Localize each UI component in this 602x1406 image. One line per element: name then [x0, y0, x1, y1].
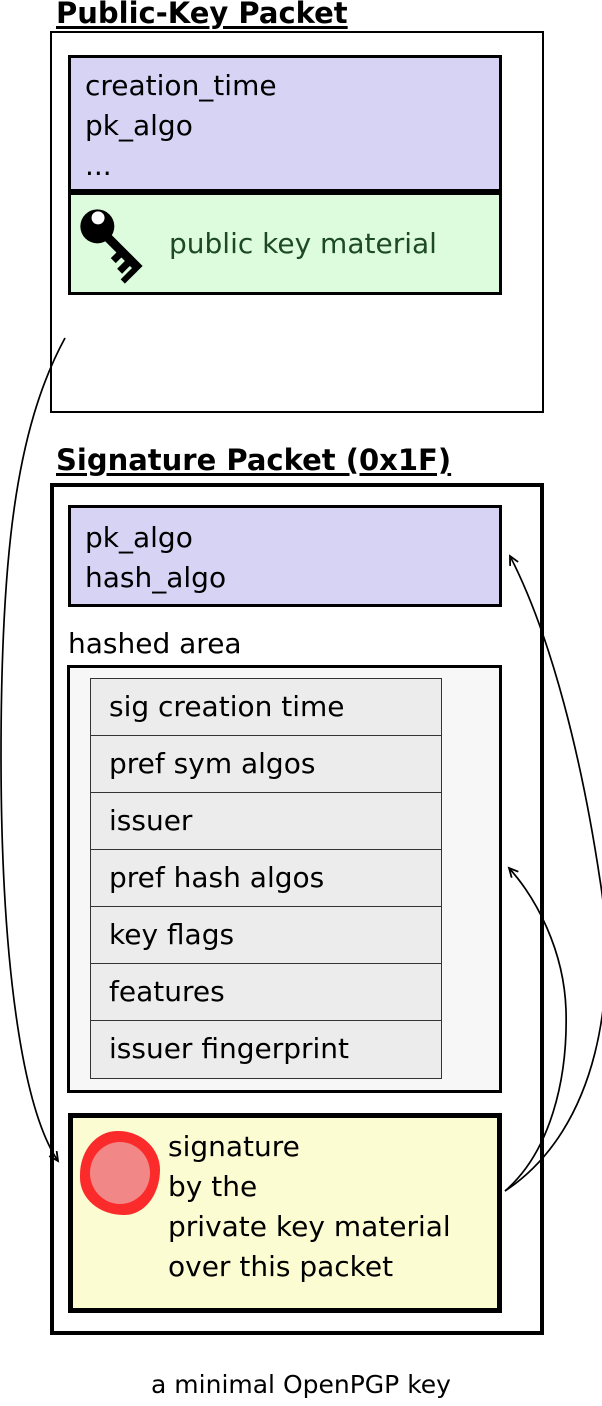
subpacket-key-flags: key flags [91, 907, 441, 964]
diagram-caption: a minimal OpenPGP key [151, 1370, 451, 1399]
signature-description: signature by the private key material ov… [168, 1130, 451, 1283]
subpacket-features: features [91, 964, 441, 1021]
public-key-material-box: public key material [68, 192, 502, 295]
signature-header-fields: pk_algo hash_algo [68, 505, 502, 607]
key-icon [77, 205, 159, 289]
subpacket-sig-creation-time: sig creation time [91, 679, 441, 736]
subpacket-issuer-fingerprint: issuer fingerprint [91, 1021, 441, 1078]
field-creation-time: creation_time [85, 69, 277, 102]
field-hash-algo: hash_algo [85, 561, 227, 594]
signature-packet-title: Signature Packet (0x1F) [56, 443, 452, 477]
seal-icon [80, 1131, 160, 1215]
subpacket-pref-hash-algos: pref hash algos [91, 850, 441, 907]
public-key-header-fields: creation_time pk_algo ... [68, 55, 502, 192]
field-pk-algo: pk_algo [85, 521, 193, 554]
hashed-area-label: hashed area [68, 627, 242, 660]
signature-value-box: signature by the private key material ov… [68, 1113, 502, 1313]
field-pk-algo: pk_algo [85, 109, 193, 142]
public-key-packet-title: Public-Key Packet [56, 0, 348, 30]
subpacket-issuer: issuer [91, 793, 441, 850]
hashed-subpacket-list: sig creation time pref sym algos issuer … [90, 678, 442, 1079]
public-key-material-label: public key material [169, 226, 437, 260]
subpacket-pref-sym-algos: pref sym algos [91, 736, 441, 793]
field-ellipsis: ... [85, 149, 112, 182]
